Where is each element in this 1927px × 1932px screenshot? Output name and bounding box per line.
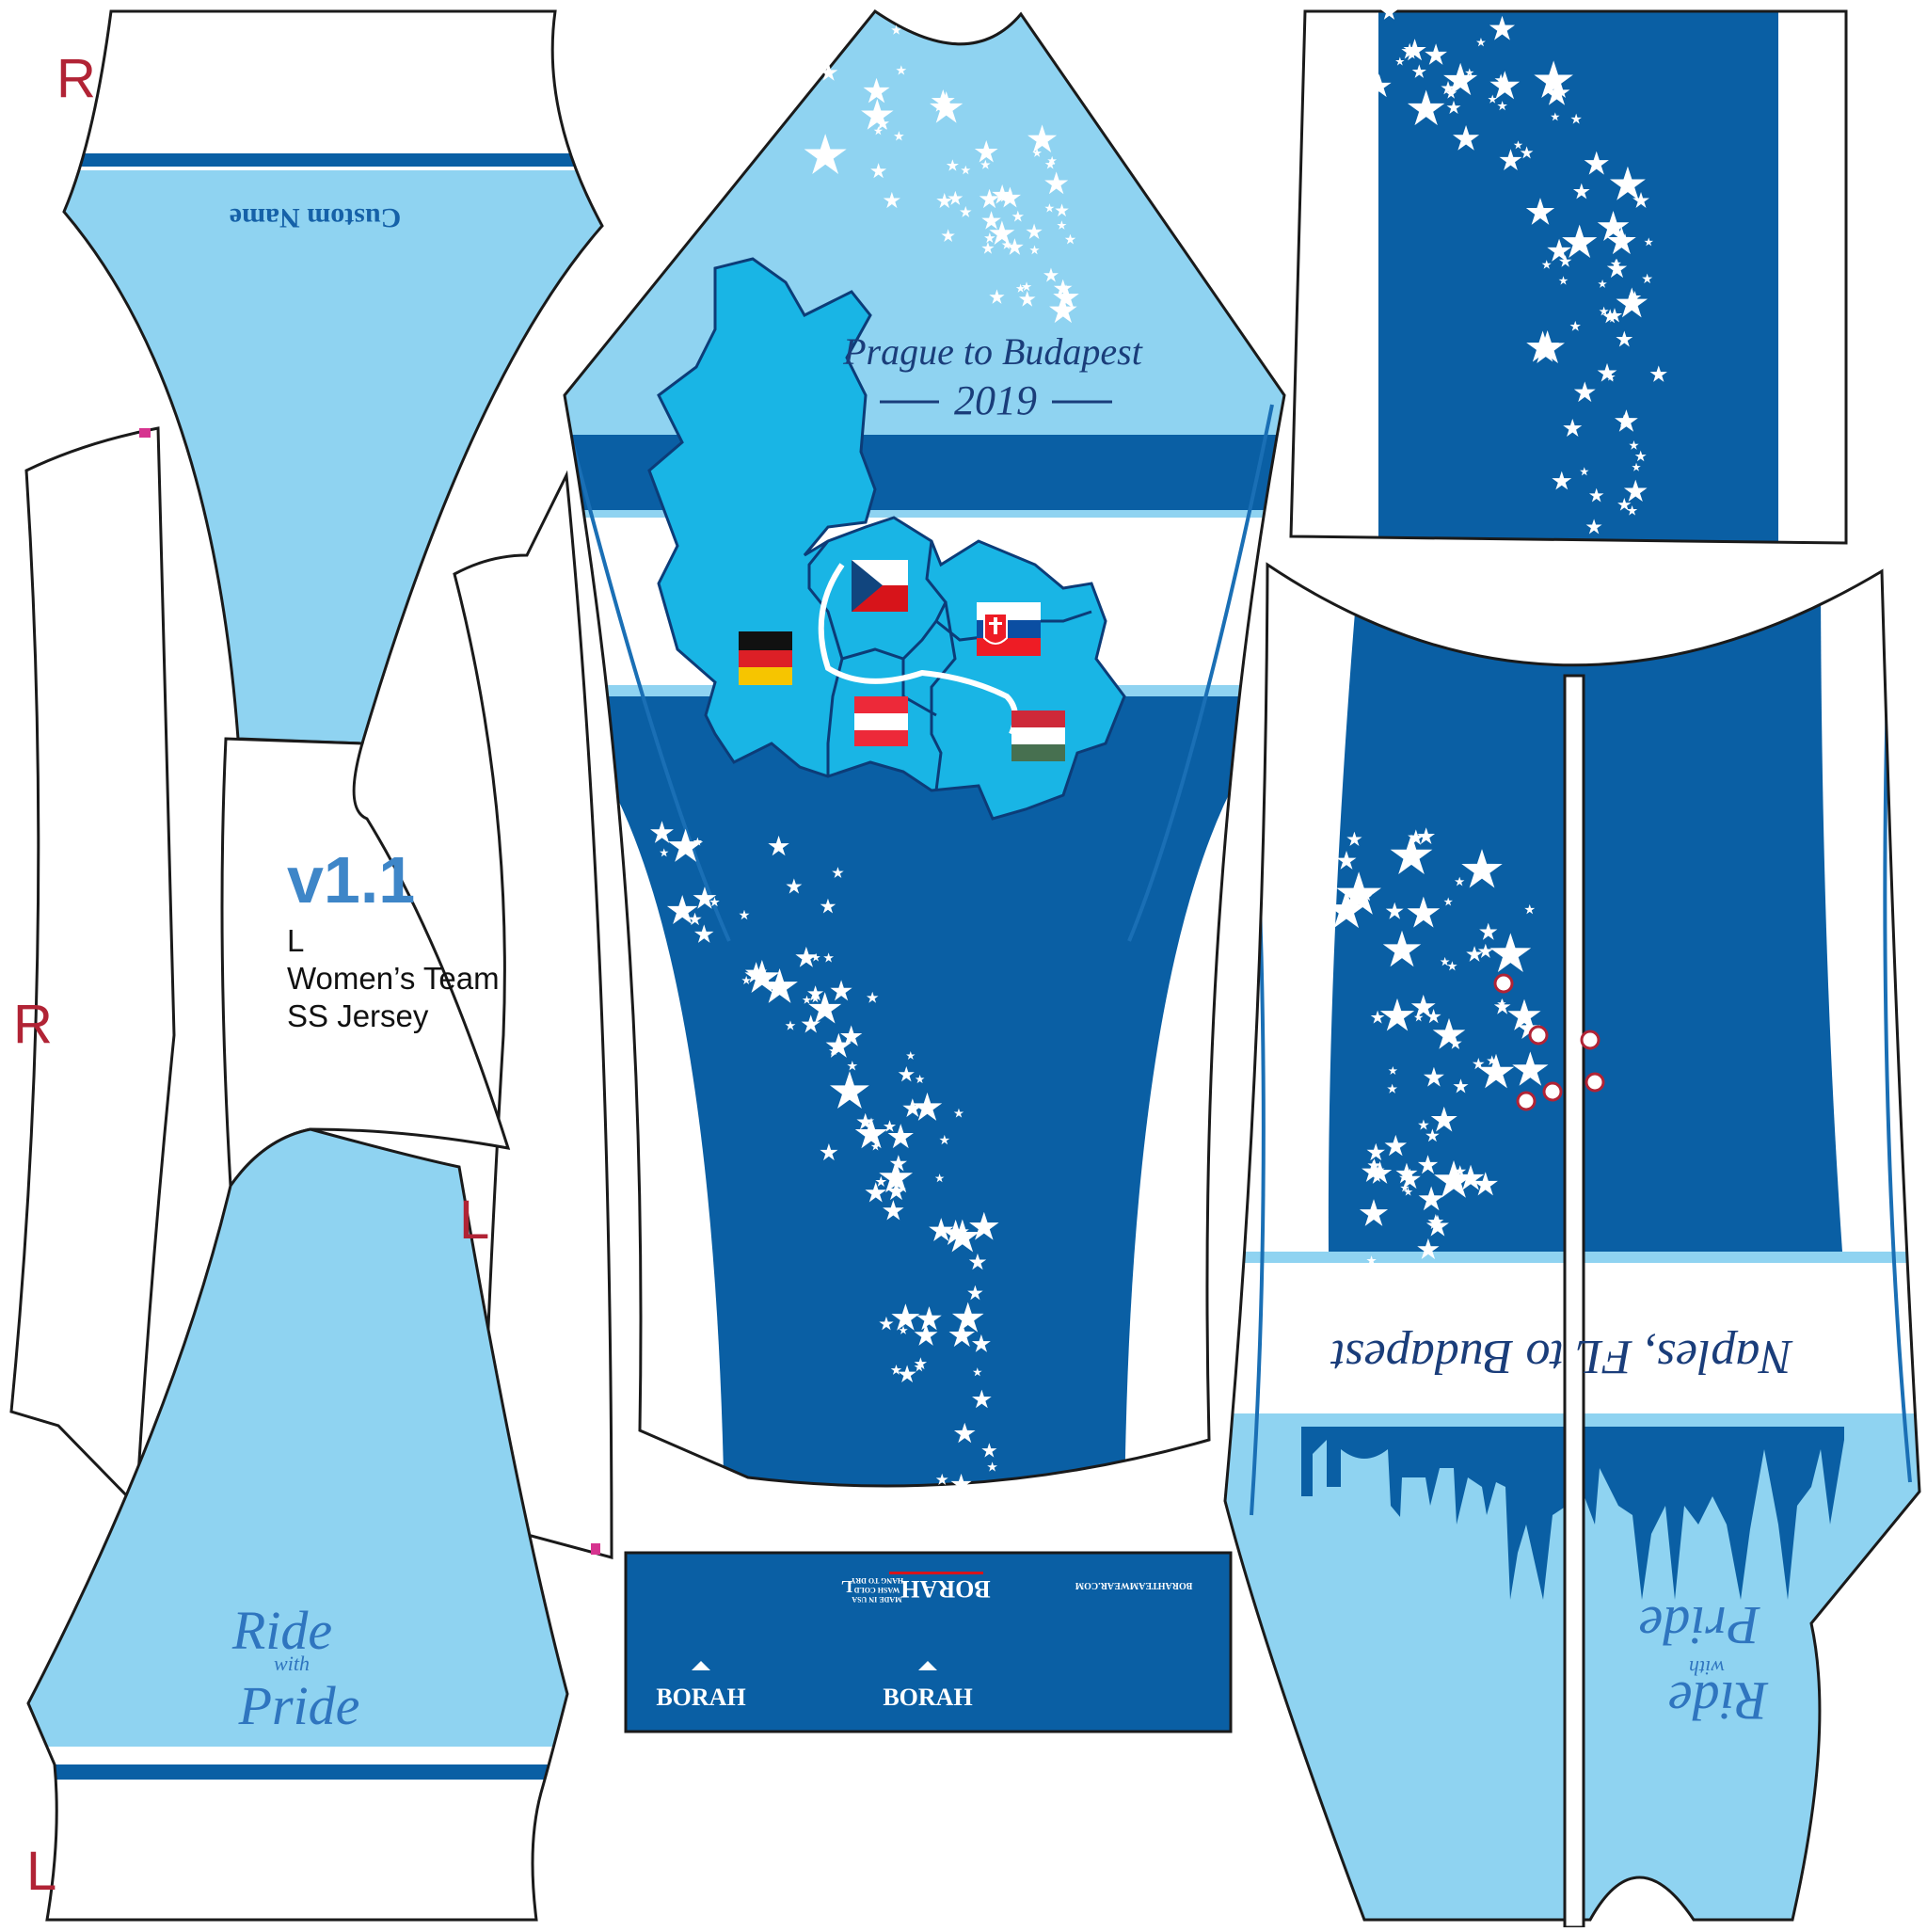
svg-text:BORAH: BORAH [900,1575,990,1603]
svg-text:with: with [274,1652,310,1675]
registration-mark-2 [591,1543,600,1555]
svg-text:Pride: Pride [1639,1595,1761,1656]
svg-text:WASH COLD: WASH COLD [853,1586,900,1594]
collar-care-label: BORAH MADE IN USA WASH COLD HANG TO DRY … [841,1572,991,1604]
event-title: Prague to Budapest [842,330,1143,373]
back-ride-with-pride-logo: Ride with Pride [1639,1595,1770,1732]
star-shape [1436,0,1448,9]
left-side-panel [9,426,176,1509]
star-shape [805,24,816,33]
red-accent-star [1516,1091,1537,1111]
svg-text:with: with [1689,1656,1725,1680]
collar-website: BORAHTEAMWEAR.COM [1075,1580,1192,1590]
svg-text:L: L [841,1577,852,1596]
event-year: 2019 [954,377,1037,423]
svg-text:Pride: Pride [238,1675,360,1736]
size-label: L [287,923,305,958]
spec-panel [220,737,511,1190]
svg-text:Ride: Ride [231,1600,332,1661]
collar-panel: BORAH BORAH BORAH MADE IN USA WASH COLD … [624,1551,1233,1733]
svg-text:MADE IN USA: MADE IN USA [852,1595,902,1604]
red-accent-star [1585,1072,1605,1093]
flag-czechia [852,560,908,612]
team-label: Women’s Team [287,961,500,996]
star-shape [1566,544,1584,561]
star-shape [1601,582,1611,591]
svg-text:Ride: Ride [1668,1670,1769,1732]
label-r-top: R [56,48,96,109]
flag-hungary [1011,711,1065,761]
front-panel: Prague to Budapest 2019 [563,0,1286,1493]
back-yoke-panel [1289,0,1848,591]
back-banner-text: Naples, FL to Budapest [1330,1330,1793,1383]
star-shape [747,16,757,25]
back-panel: Naples, FL to Budapest Ride with Pride [1223,562,1921,1929]
spec-block: v1.1 L Women’s Team SS Jersey [287,847,569,1035]
red-accent-star [1493,973,1514,994]
collar-logo-left: BORAH [656,1684,745,1711]
garment-label: SS Jersey [287,998,429,1033]
zipper-gap [1563,674,1585,1929]
star-shape [818,0,856,35]
back-star-burst [1326,827,1605,1266]
flag-slovakia [977,602,1041,656]
red-accent-star [1542,1081,1563,1102]
version-label: v1.1 [287,843,416,917]
collar-logo-center: BORAH [883,1684,972,1711]
event-title-block: Prague to Budapest 2019 [842,330,1143,423]
label-l-mid: L [459,1190,490,1251]
registration-mark [139,428,151,438]
flag-austria [854,696,908,746]
flag-germany [739,631,792,685]
svg-text:HANG TO DRY: HANG TO DRY [851,1576,904,1585]
custom-name-text: Custom Name [230,202,401,233]
label-l-bottom: L [26,1841,57,1902]
label-r-mid: R [13,994,53,1055]
red-accent-star [1528,1025,1549,1046]
ride-with-pride-logo: Ride with Pride [231,1600,360,1736]
star-shape [725,80,736,91]
red-accent-star [1580,1030,1601,1050]
